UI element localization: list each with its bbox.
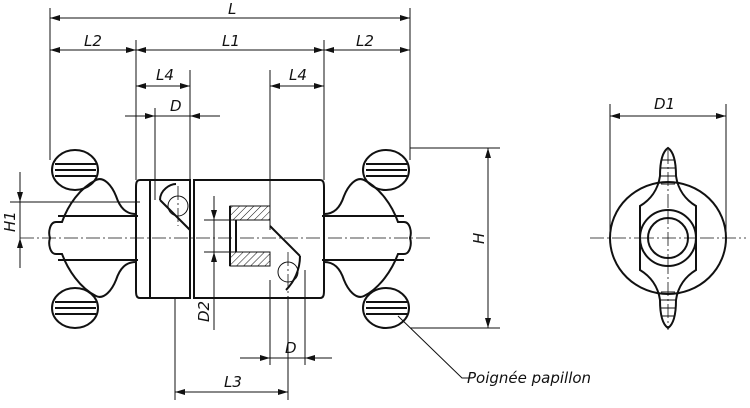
- dim-D1-label: D1: [654, 95, 675, 113]
- left-top-knob: [51, 149, 99, 191]
- left-handle-body: [48, 178, 137, 298]
- dim-D2-label: D2: [195, 301, 213, 322]
- dim-L4-left-label: L4: [156, 66, 174, 84]
- dim-D-top-label: D: [170, 97, 182, 115]
- dim-L3-label: L3: [224, 373, 242, 391]
- end-view-wing: [639, 146, 697, 330]
- side-view: L L2 L1 L2 L4 L4 D D L3 D1 D2 H H1 Poign…: [1, 0, 675, 400]
- callout-label: Poignée papillon: [467, 369, 591, 387]
- dim-L-label: L: [228, 0, 236, 18]
- right-top-knob: [362, 149, 410, 191]
- dim-L1-label: L1: [222, 32, 240, 50]
- dim-H1-label: H1: [1, 211, 19, 232]
- end-view: [590, 104, 746, 330]
- dim-H-label: H: [470, 233, 488, 244]
- dim-D-bottom-label: D: [285, 339, 297, 357]
- dim-L2-left-label: L2: [84, 32, 102, 50]
- right-handle-body: [323, 178, 412, 298]
- left-bottom-knob: [51, 287, 99, 329]
- right-coupling-half: [193, 179, 325, 299]
- right-bottom-knob: [362, 287, 410, 329]
- dim-L4-right-label: L4: [289, 66, 307, 84]
- left-coupling-half: [135, 179, 191, 299]
- dim-L2-right-label: L2: [356, 32, 374, 50]
